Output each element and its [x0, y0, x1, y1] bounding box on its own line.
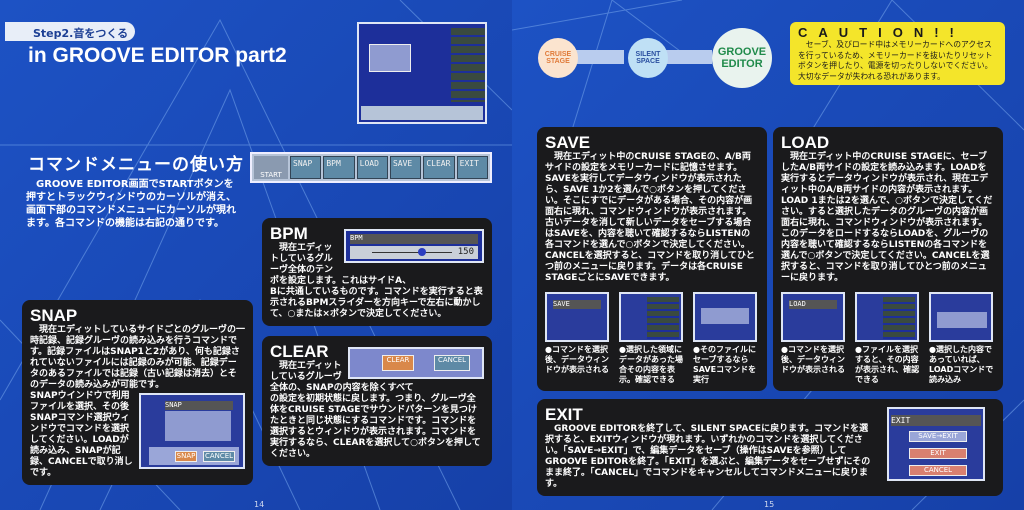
save-title: SAVE [545, 133, 591, 152]
save-window-title: SAVE [553, 300, 601, 309]
save-screenshot-3 [693, 292, 757, 342]
exit-text: GROOVE EDITORを終了して、SILENT SPACEに戻ります。コマン… [545, 424, 871, 489]
bpm-value: 150 [457, 247, 474, 257]
clear-section: CLEAR CLEAR CANCEL 現在エディットしているグルーヴ全体の、SN… [262, 336, 492, 466]
editor-screenshot [357, 22, 487, 124]
bpm-title: BPM [270, 224, 308, 243]
cancel-button: CANCEL [203, 451, 235, 462]
clear-text-2: の設定を初期状態に戻します。つまり、グルーヴ全体をCRUISE STAGEでサウ… [270, 394, 481, 459]
caution-box: CAUTION!! セーブ、及びロード中はメモリーカードへのアクセスを行っている… [790, 22, 1005, 85]
intro-text: GROOVE EDITOR画面でSTARTボタンを押すとトラックウィンドウのカー… [26, 179, 236, 229]
flow-silent-space: SILENT SPACE [628, 38, 668, 78]
cancel-button: CANCEL [909, 465, 967, 476]
page-title: in GROOVE EDITOR part2 [28, 44, 287, 67]
page-15: CRUISE STAGE SILENT SPACE GROOVE EDITOR … [512, 0, 1024, 510]
command-exit: EXIT [456, 156, 488, 179]
bpm-slider-track [372, 252, 452, 253]
save-caption-3: ●そのファイルにセーブするならSAVEコマンドを実行 [693, 345, 757, 384]
clear-window: CLEAR CANCEL [348, 347, 484, 379]
bpm-section: BPM BPM 150 現在エディットしているグルーヴ全体のテンポを設定します。… [262, 218, 492, 326]
page-number: 14 [254, 500, 265, 509]
command-load: LOAD [356, 156, 388, 179]
clear-title: CLEAR [270, 342, 329, 361]
snap-title: SNAP [30, 306, 78, 325]
page-number: 15 [764, 500, 775, 509]
snap-text: 現在エディットしているサイドごとのグルーヴの一時記録、記録グルーヴの読み込みを行… [30, 325, 246, 390]
step-tag: Step2.音をつくる [5, 22, 135, 41]
snap-screenshot: SNAP SNAP CANCEL [139, 393, 245, 469]
command-snap: SNAP [290, 156, 322, 179]
exit-button: EXIT [909, 448, 967, 459]
save-text: 現在エディット中のCRUISE STAGEの、A/B両サイドの設定をメモリーカー… [545, 152, 755, 283]
load-title: LOAD [781, 133, 830, 152]
load-screenshot-3 [929, 292, 993, 342]
save-caption-1: ●コマンドを選択後、データウィンドウが表示される [545, 345, 609, 374]
snap-button: SNAP [175, 451, 197, 462]
bpm-slider-knob [417, 248, 426, 256]
bpm-text: 現在エディットしているグルーヴ全体のテンポを設定します。これはサイドA、 [270, 243, 412, 286]
start-label: START [254, 156, 288, 179]
command-menu-bar: START SNAP BPM LOAD SAVE CLEAR EXIT [250, 152, 492, 183]
page-14: Step2.音をつくる in GROOVE EDITOR part2 コマンドメ… [0, 0, 512, 510]
bpm-slider-label: BPM [350, 234, 478, 244]
load-section: LOAD 現在エディット中のCRUISE STAGEに、セーブしたA/B両サイド… [773, 127, 1003, 391]
exit-screenshot: EXIT SAVE→EXIT EXIT CANCEL [887, 407, 985, 481]
bpm-slider-window: BPM 150 [344, 229, 484, 263]
caution-title: CAUTION!! [798, 25, 965, 40]
save-caption-2: ●選択した領域にデータがあった場合その内容を表示。確認できる [619, 345, 683, 384]
exit-title: EXIT [545, 405, 583, 424]
section-title: コマンドメニューの使い方 [28, 155, 244, 175]
snap-text-2: SNAPウインドウで利用ファイルを選択、その後SNAPコマンド選択ウィンドウでコ… [30, 391, 133, 478]
command-clear: CLEAR [423, 156, 455, 179]
load-text: 現在エディット中のCRUISE STAGEに、セーブしたA/B両サイドの設定を読… [781, 152, 993, 283]
snap-window-title: SNAP [165, 401, 233, 410]
caution-text: セーブ、及びロード中はメモリーカードへのアクセスを行っているため、メモリーカード… [798, 40, 993, 81]
clear-text: 現在エディットしているグルーヴ全体の、SNAPの内容を除くすべて [270, 361, 414, 393]
snap-section: SNAP 現在エディットしているサイドごとのグルーヴの一時記録、記録グルーヴの読… [22, 300, 253, 485]
exit-window-title: EXIT [891, 415, 981, 426]
cancel-button: CANCEL [434, 355, 470, 371]
flow-cruise-stage: CRUISE STAGE [538, 38, 578, 78]
load-window-title: LOAD [789, 300, 837, 309]
flow-arrow [564, 50, 624, 64]
bpm-text-2: Bに共通しているものです。コマンドを実行すると表示されるBPMスライダーを方向キ… [270, 287, 483, 319]
save-section: SAVE 現在エディット中のCRUISE STAGEの、A/B両サイドの設定をメ… [537, 127, 767, 391]
command-bpm: BPM [323, 156, 355, 179]
load-caption-2: ●ファイルを選択すると、その内容が表示され、確認できる [855, 345, 920, 384]
flow-groove-editor: GROOVE EDITOR [712, 28, 772, 88]
save-screenshot-1: SAVE [545, 292, 609, 342]
load-caption-1: ●コマンドを選択後、データウィンドウが表示される [781, 345, 845, 374]
load-screenshot-1: LOAD [781, 292, 845, 342]
exit-section: EXIT GROOVE EDITORを終了して、SILENT SPACEに戻りま… [537, 399, 1003, 496]
clear-button: CLEAR [382, 355, 414, 371]
load-caption-3: ●選択した内容であっていれば、LOADコマンドで読み込み [929, 345, 994, 384]
save-exit-button: SAVE→EXIT [909, 431, 967, 442]
save-screenshot-2 [619, 292, 683, 342]
command-save: SAVE [389, 156, 422, 179]
load-screenshot-2 [855, 292, 919, 342]
